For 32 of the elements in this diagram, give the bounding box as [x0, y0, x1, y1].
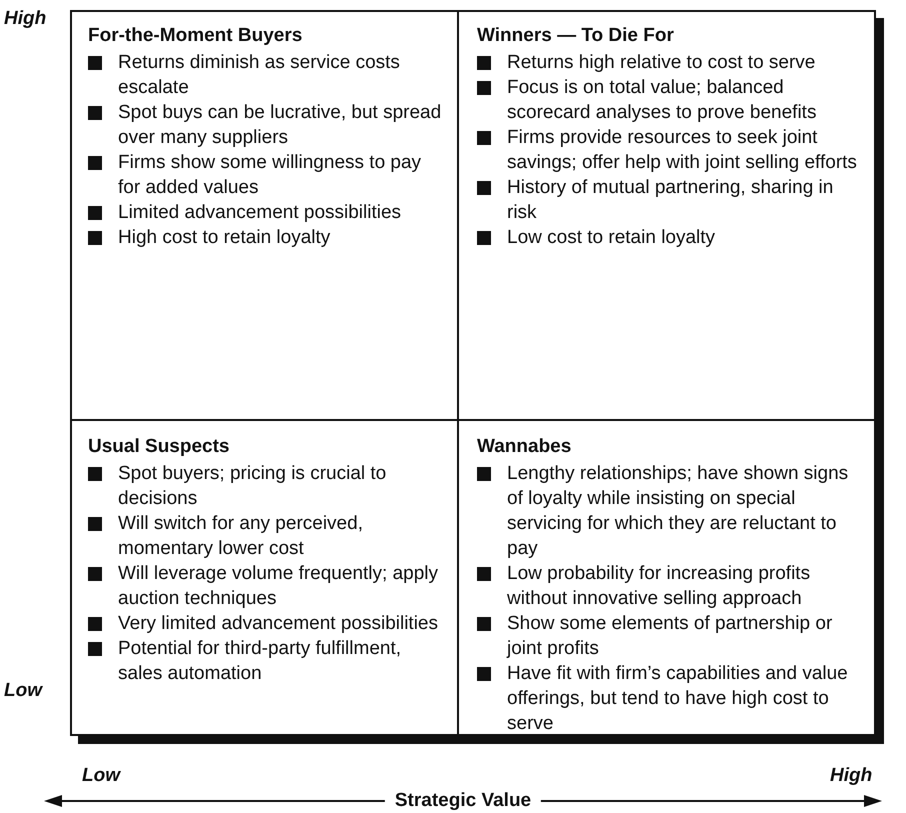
x-axis-low-label: Low [82, 765, 120, 787]
bullet-text: Low cost to retain loyalty [507, 226, 716, 250]
quadrant-heading: Wannabes [477, 435, 572, 459]
quadrant-heading: For-the-Moment Buyers [88, 24, 304, 48]
bullet-text: Very limited advancement possibilities [118, 612, 439, 636]
bullet-text: Will switch for any perceived, momentary lower cost [118, 512, 364, 561]
bullet-text: Spot buys can be lucrative, but spread over many suppliers [118, 101, 442, 150]
bullet-text: Low probability for increasing profits without innovative selling approach [507, 562, 812, 611]
quadrant-heading: Winners — To Die For [477, 24, 675, 48]
quadrant-heading: Usual Suspects [88, 435, 230, 459]
bullet-text: Focus is on total value; balanced scorecard analyses to prove benefits [507, 76, 818, 125]
bullet-text: Potential for third-party fulfillment, sales automation [118, 637, 402, 686]
bullet-text: Spot buyers; pricing is crucial to decisions [118, 462, 388, 511]
quadrant-cell [70, 420, 458, 736]
quadrant-cell [458, 420, 876, 736]
bullet-text: History of mutual partnering, sharing in risk [507, 176, 834, 225]
bullet-text: Have fit with firm’s capabilities and value offerings, but tend to have high cost to serve [507, 662, 849, 736]
bullet-text: Firms provide resources to seek joint savings; offer help with joint selling efforts [507, 126, 858, 175]
quadrant-cell [458, 10, 876, 420]
bullet-text: Show some elements of partnership or joint profits [507, 612, 834, 661]
y-axis-high-label: High [4, 8, 46, 30]
bullet-text: Will leverage volume frequently; apply auction techniques [118, 562, 439, 611]
quadrant-cell [70, 10, 458, 420]
y-axis-low-label: Low [4, 680, 42, 702]
bullet-text: Limited advancement possibilities [118, 201, 402, 225]
bullet-text: High cost to retain loyalty [118, 226, 332, 250]
bullet-text: Returns diminish as service costs escalate [118, 51, 401, 100]
bullet-text: Lengthy relationships; have shown signs of loyalty while insisting on special servicing for which they are reluctant to pay [507, 462, 850, 561]
bullet-text: Firms show some willingness to pay for added values [118, 151, 422, 200]
bullet-text: Returns high relative to cost to serve [507, 51, 816, 75]
x-axis-title: Strategic Value [384, 790, 542, 812]
x-axis-high-label: High [830, 765, 872, 787]
